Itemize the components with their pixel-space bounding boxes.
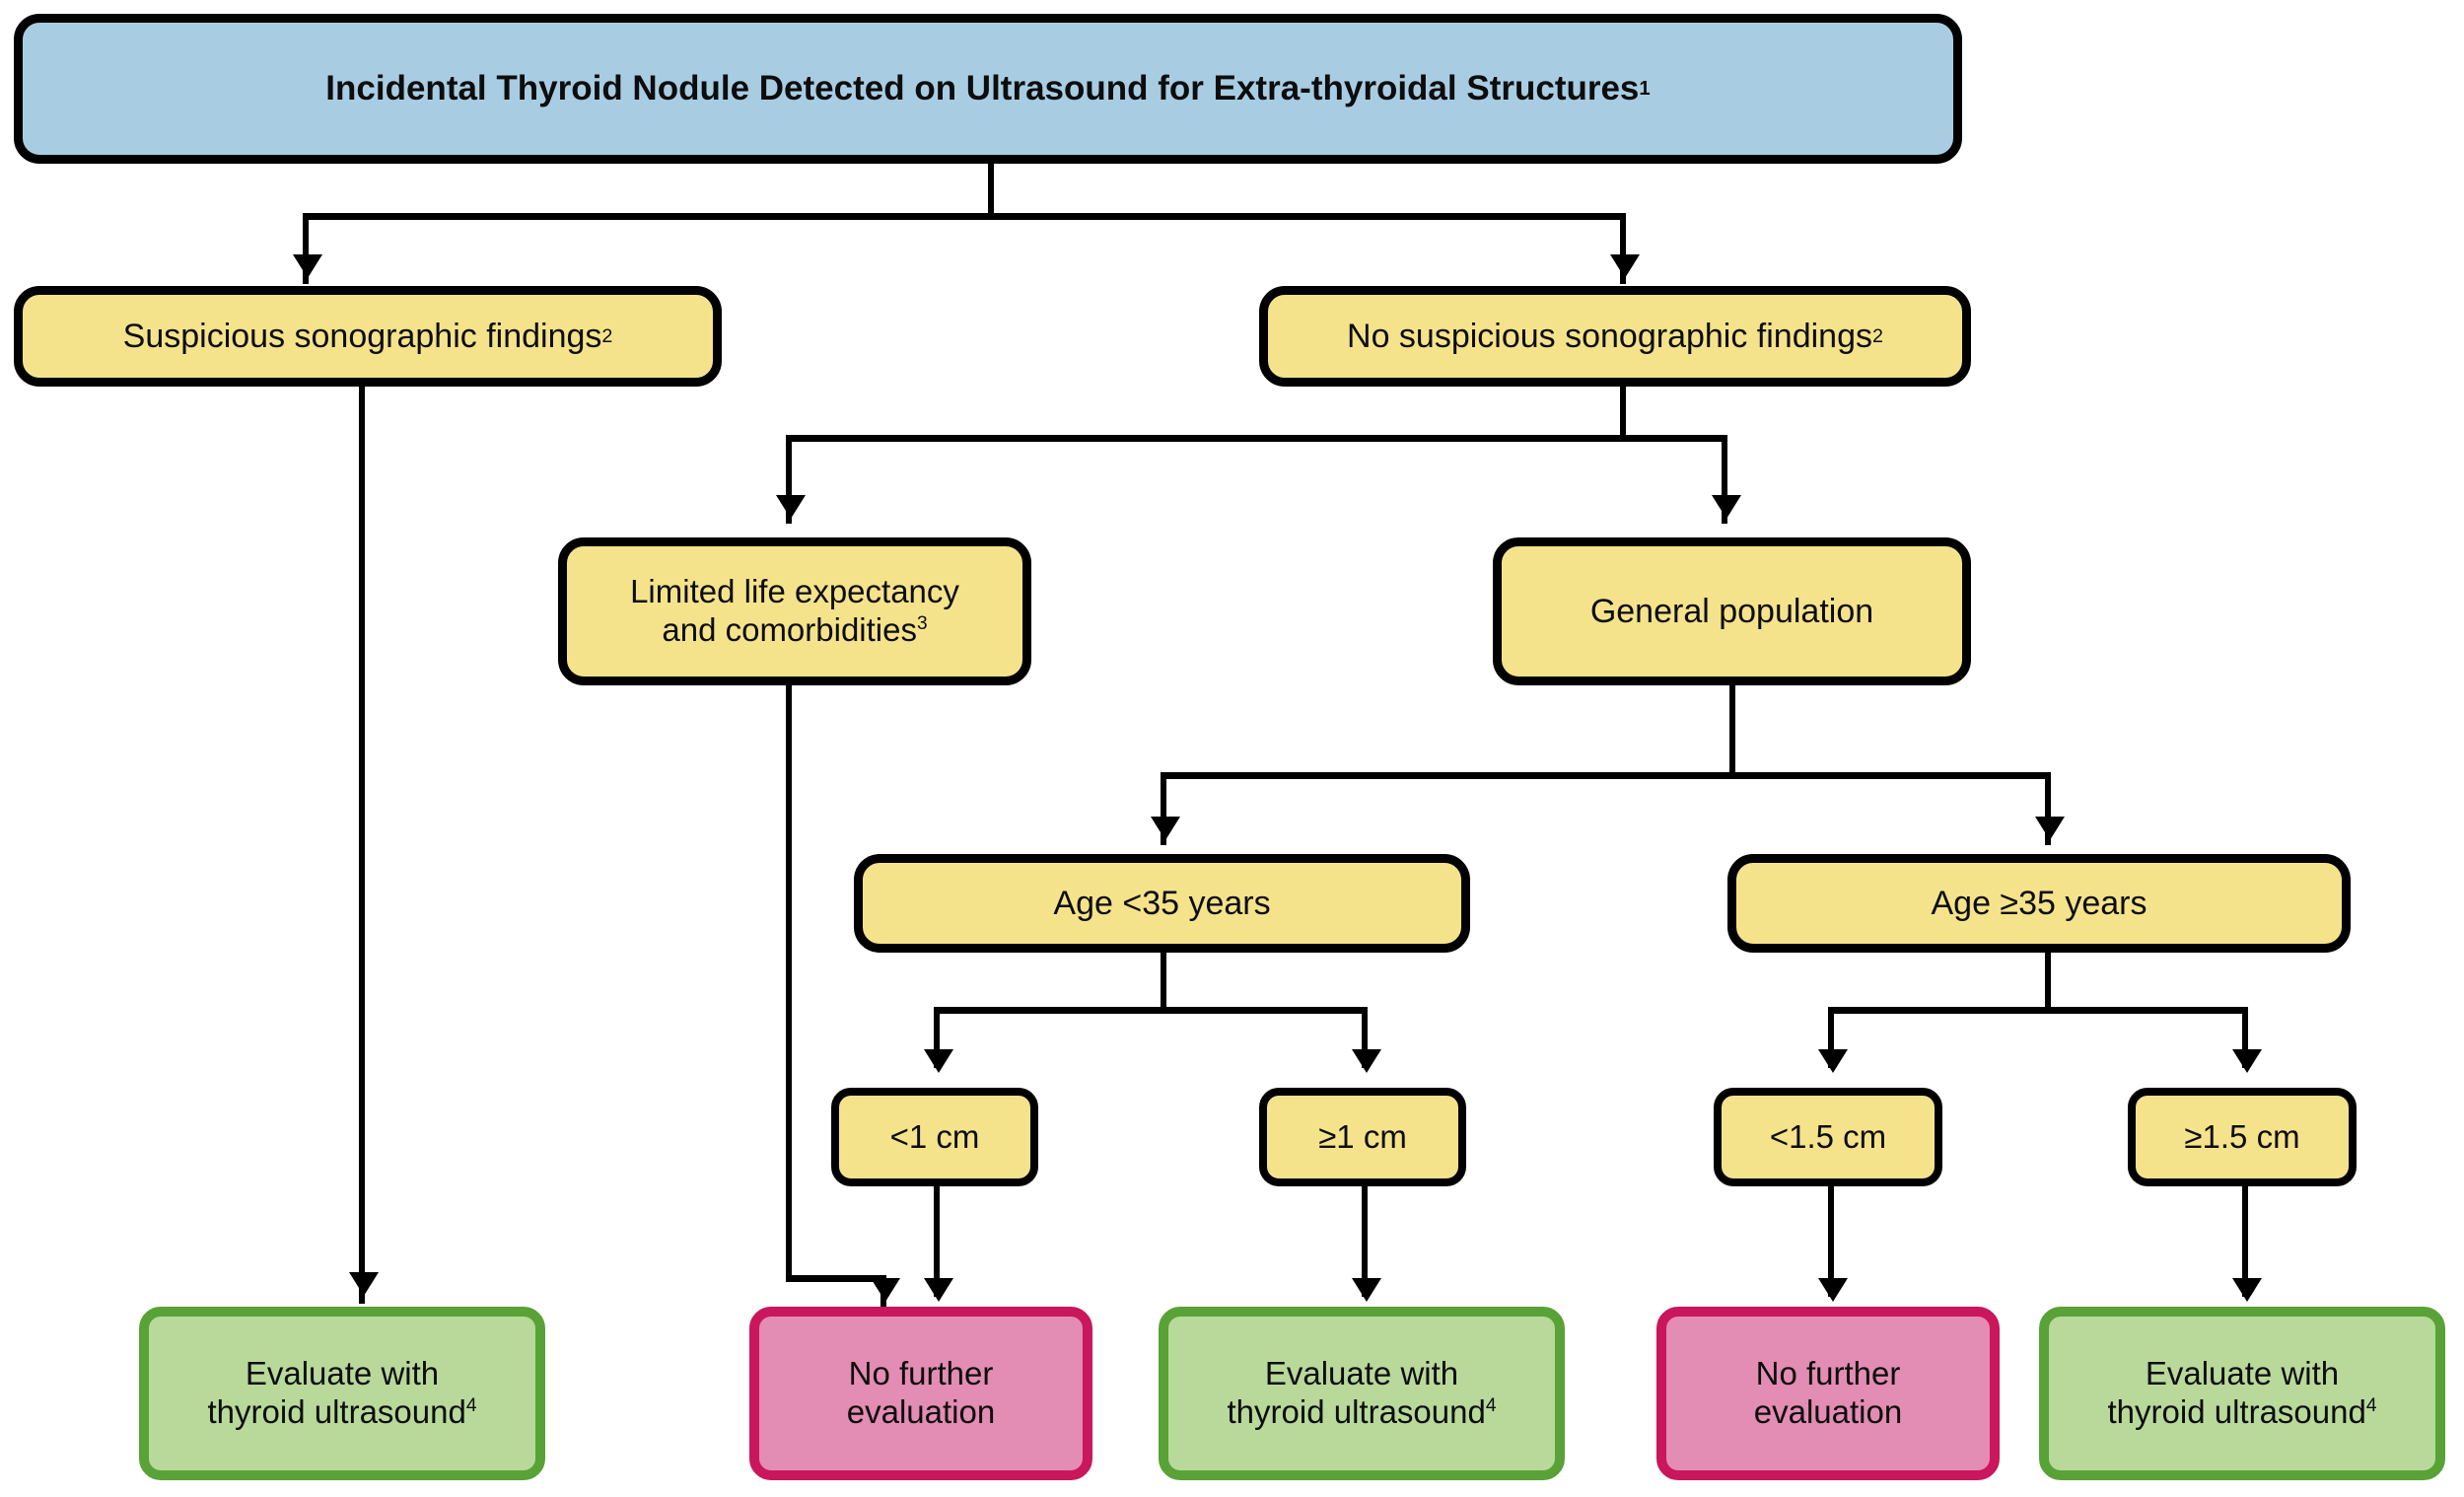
connector-sizelt15-drop: [1828, 1186, 1834, 1297]
connector-limitedlife-jog: [786, 1275, 886, 1282]
arrowhead-to-age-over35: [2035, 817, 2065, 840]
connector-age-under35-stem: [1161, 953, 1166, 1010]
arrowhead-sizege1-to-eval-mid: [1352, 1278, 1381, 1302]
node-size-ge-15cm[interactable]: ≥1.5 cm: [2128, 1088, 2357, 1186]
arrowhead-sizege15-to-eval-right: [2232, 1278, 2262, 1302]
arrowhead-to-general-population: [1712, 495, 1741, 519]
node-outcome-evaluate-mid-line2-wrap: thyroid ultrasound4: [1228, 1393, 1497, 1432]
node-limited-life-line1: Limited life expectancy: [630, 573, 959, 610]
node-root[interactable]: Incidental Thyroid Nodule Detected on Ul…: [14, 14, 1962, 164]
node-limited-life-expectancy[interactable]: Limited life expectancy and comorbiditie…: [558, 537, 1031, 685]
node-limited-life-line2-wrap: and comorbidities3: [662, 611, 927, 650]
connector-age-under35-right-drop: [1362, 1007, 1368, 1068]
connector-root-stem: [988, 162, 994, 217]
node-outcome-evaluate-left-footnote: 4: [465, 1395, 477, 1416]
arrowhead-to-size-ge15: [2232, 1049, 2262, 1073]
connector-age-under35-bar: [934, 1007, 1368, 1014]
node-size-lt-15cm[interactable]: <1.5 cm: [1714, 1088, 1942, 1186]
node-general-population[interactable]: General population: [1493, 537, 1971, 685]
node-outcome-evaluate-left[interactable]: Evaluate with thyroid ultrasound4: [139, 1307, 545, 1480]
connector-sizege15-drop: [2242, 1186, 2248, 1297]
node-outcome-evaluate-right-line2-wrap: thyroid ultrasound4: [2108, 1393, 2377, 1432]
connector-notsuspicious-bar: [786, 435, 1725, 442]
node-age-over-35-label: Age ≥35 years: [1931, 884, 2147, 922]
connector-generalpop-left-drop: [1161, 772, 1166, 845]
node-size-ge-1cm[interactable]: ≥1 cm: [1259, 1088, 1466, 1186]
connector-root-right-drop: [1620, 213, 1626, 284]
node-size-ge-1cm-label: ≥1 cm: [1318, 1117, 1407, 1155]
node-age-under-35-label: Age <35 years: [1053, 884, 1271, 922]
node-outcome-no-evaluation-right[interactable]: No further evaluation: [1656, 1307, 2000, 1480]
arrowhead-to-outcome-eval-left: [349, 1272, 379, 1296]
connector-age-over35-bar: [1828, 1007, 2248, 1014]
connector-age-over35-right-drop: [2242, 1007, 2248, 1068]
arrowhead-to-suspicious: [293, 254, 322, 278]
arrowhead-to-not-suspicious: [1610, 254, 1640, 278]
node-root-label: Incidental Thyroid Nodule Detected on Ul…: [325, 69, 1640, 108]
node-outcome-no-evaluation-mid-line1: No further: [848, 1355, 994, 1392]
arrowhead-limitedlife-to-no-eval: [871, 1278, 900, 1302]
arrowhead-to-age-under35: [1151, 817, 1180, 840]
arrowhead-sizelt1-to-no-eval: [924, 1278, 953, 1302]
node-outcome-no-evaluation-mid[interactable]: No further evaluation: [749, 1307, 1092, 1480]
node-general-population-label: General population: [1589, 592, 1874, 630]
node-suspicious-label: Suspicious sonographic findings: [122, 317, 602, 355]
node-outcome-no-evaluation-mid-line2: evaluation: [846, 1393, 996, 1430]
arrowhead-to-size-lt15: [1818, 1049, 1848, 1073]
connector-age-over35-left-drop: [1828, 1007, 1834, 1068]
node-outcome-evaluate-left-line2-wrap: thyroid ultrasound4: [208, 1393, 477, 1432]
connector-notsuspicious-right-drop: [1722, 435, 1727, 524]
node-size-lt-15cm-label: <1.5 cm: [1769, 1117, 1887, 1155]
node-outcome-evaluate-left-line2: thyroid ultrasound: [207, 1393, 466, 1430]
node-outcome-evaluate-mid-line2: thyroid ultrasound: [1227, 1393, 1486, 1430]
node-age-under-35[interactable]: Age <35 years: [854, 854, 1470, 953]
connector-notsuspicious-stem: [1620, 387, 1626, 440]
node-size-lt-1cm-label: <1 cm: [889, 1117, 980, 1155]
connector-limitedlife-drop: [786, 685, 792, 1281]
node-age-over-35[interactable]: Age ≥35 years: [1727, 854, 2351, 953]
node-outcome-evaluate-mid-footnote: 4: [1485, 1395, 1497, 1416]
connector-age-over35-stem: [2045, 953, 2051, 1010]
node-outcome-no-evaluation-right-line1: No further: [1755, 1355, 1901, 1392]
node-outcome-evaluate-right-footnote: 4: [2365, 1395, 2377, 1416]
connector-sizege1-drop: [1362, 1186, 1368, 1297]
node-outcome-no-evaluation-right-line2: evaluation: [1753, 1393, 1903, 1430]
node-outcome-evaluate-right-line1: Evaluate with: [2145, 1355, 2340, 1392]
connector-generalpop-right-drop: [2045, 772, 2051, 845]
connector-generalpop-bar: [1161, 772, 2051, 779]
arrowhead-to-size-lt1: [924, 1049, 953, 1073]
connector-suspicious-drop: [359, 387, 365, 1304]
node-limited-life-line2: and comorbidities: [662, 611, 917, 648]
connector-root-bar: [303, 213, 1626, 220]
node-limited-life-footnote: 3: [917, 613, 928, 634]
node-size-ge-15cm-label: ≥1.5 cm: [2184, 1117, 2300, 1155]
node-outcome-evaluate-mid[interactable]: Evaluate with thyroid ultrasound4: [1159, 1307, 1565, 1480]
node-outcome-evaluate-left-line1: Evaluate with: [245, 1355, 440, 1392]
connector-notsuspicious-left-drop: [786, 435, 792, 524]
arrowhead-sizelt15-to-no-eval-right: [1818, 1278, 1848, 1302]
node-size-lt-1cm[interactable]: <1 cm: [831, 1088, 1038, 1186]
connector-sizelt1-drop: [934, 1186, 940, 1297]
node-no-suspicious-label: No suspicious sonographic findings: [1347, 317, 1872, 355]
connector-root-left-drop: [303, 213, 309, 284]
connector-generalpop-stem: [1729, 684, 1735, 775]
node-outcome-evaluate-mid-line1: Evaluate with: [1264, 1355, 1459, 1392]
node-outcome-evaluate-right[interactable]: Evaluate with thyroid ultrasound4: [2039, 1307, 2445, 1480]
arrowhead-to-limited-life: [776, 495, 806, 519]
node-outcome-evaluate-right-line2: thyroid ultrasound: [2107, 1393, 2366, 1430]
arrowhead-to-size-ge1: [1352, 1049, 1381, 1073]
connector-age-under35-left-drop: [934, 1007, 940, 1068]
